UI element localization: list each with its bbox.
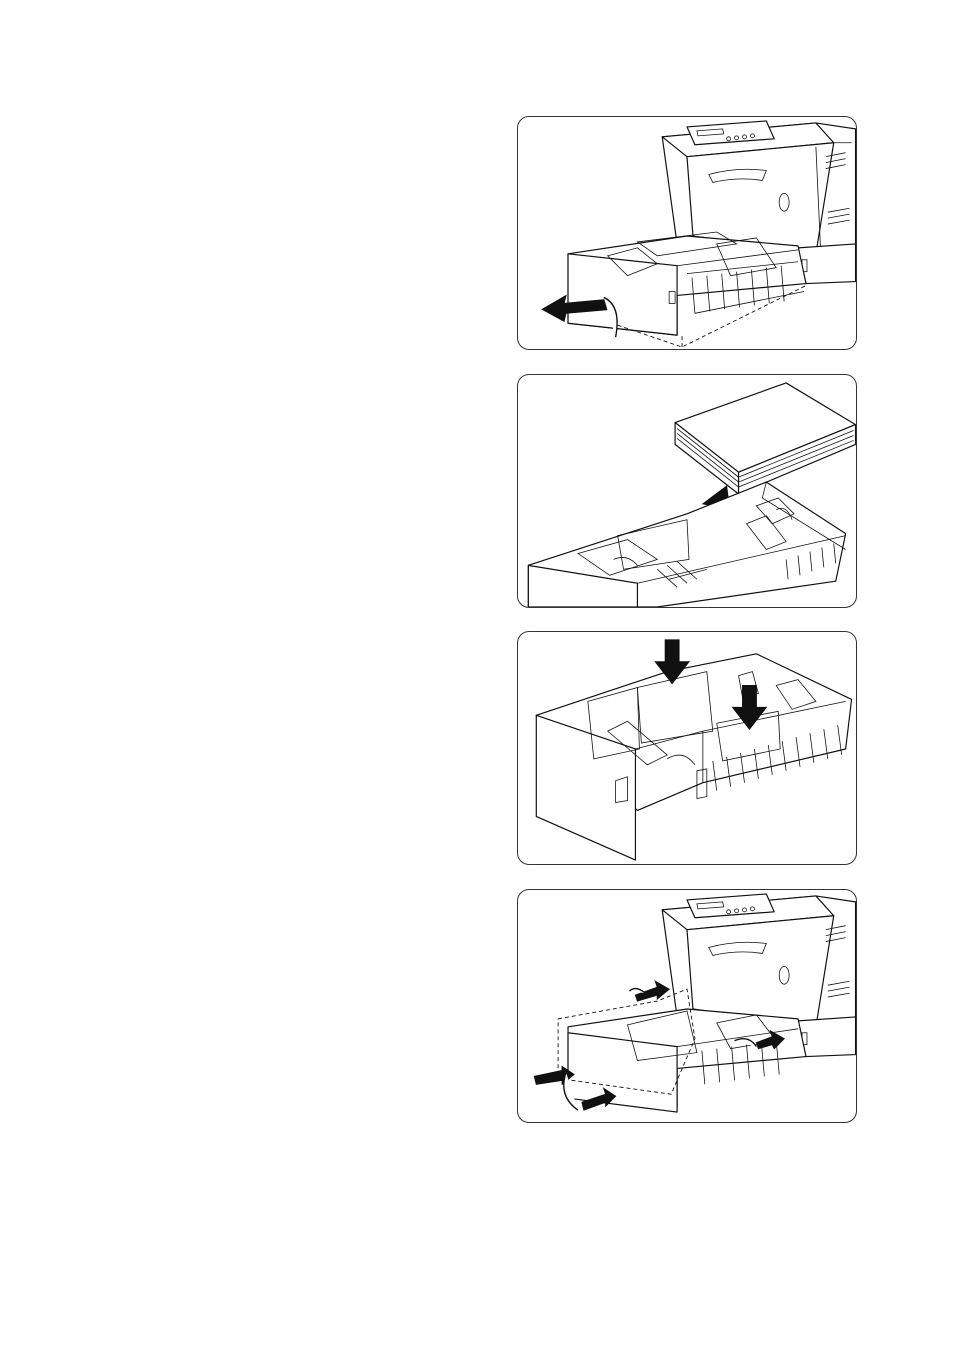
- figure-remove-tray: [517, 116, 857, 350]
- figure-load-paper-stack: [517, 374, 857, 608]
- printer-tray-pull-out-icon: [518, 117, 856, 349]
- figure-press-guides: [517, 631, 857, 865]
- printer-tray-insert-icon: [518, 890, 856, 1122]
- paper-stack-lift-icon: [518, 375, 856, 607]
- tray-guides-press-icon: [518, 632, 856, 864]
- figure-insert-tray: [517, 889, 857, 1123]
